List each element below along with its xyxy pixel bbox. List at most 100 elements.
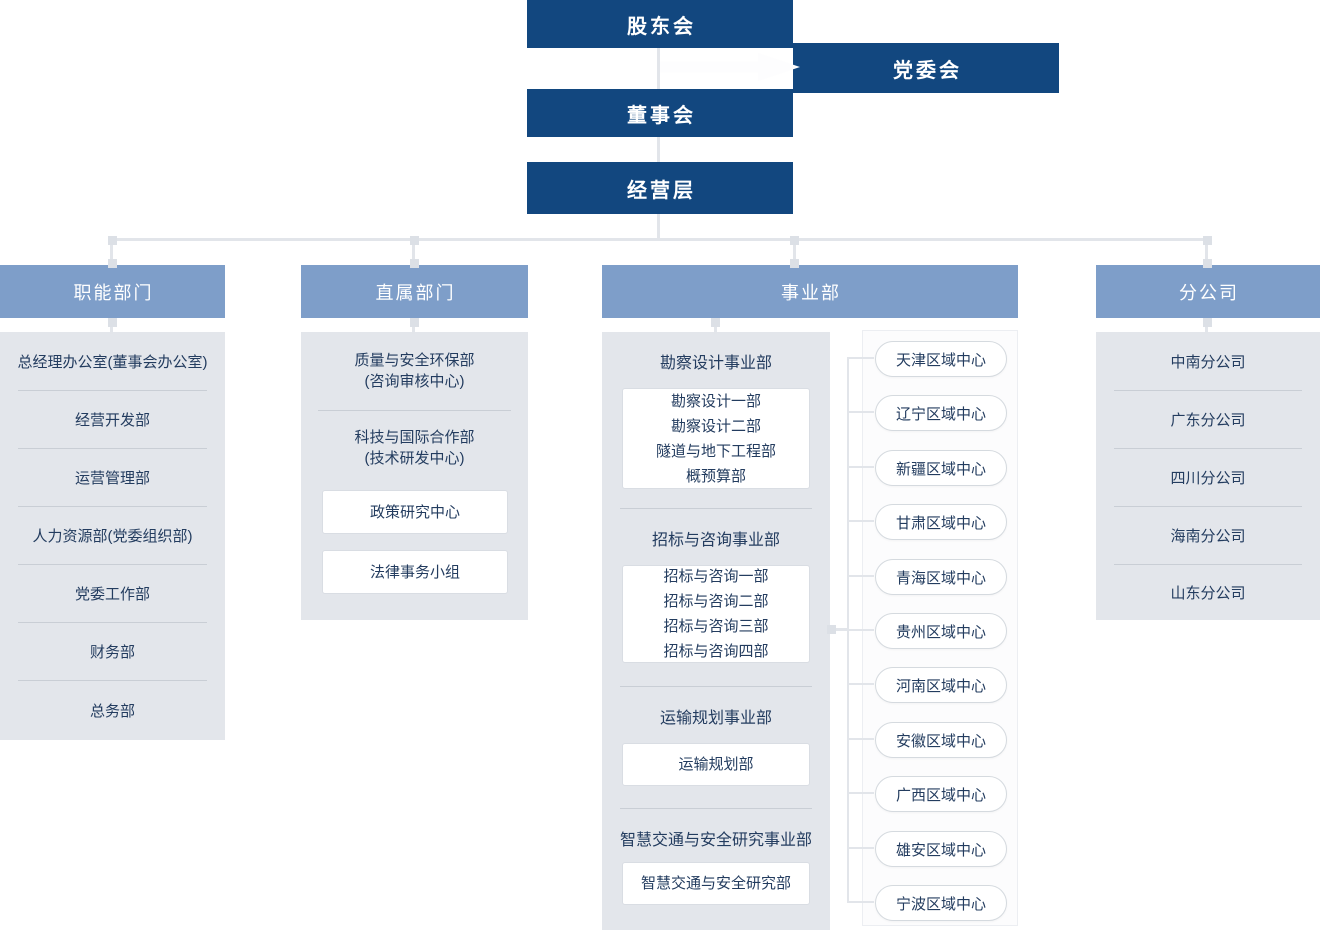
direct-department-line: 科技与国际合作部: [354, 429, 475, 446]
business-group-label: 智慧交通与安全研究事业部: [619, 832, 812, 849]
functional-panel: 总经理办公室(董事会办公室) 经营开发部 运营管理部 人力资源部(党委组织部) …: [0, 332, 225, 740]
connector-line: [848, 357, 874, 359]
connector-node: [108, 259, 117, 268]
regional-center: 辽宁区域中心: [875, 395, 1007, 431]
connector-node: [790, 259, 799, 268]
divider: [18, 680, 207, 681]
branch-item: 广东分公司: [1170, 411, 1246, 429]
connector-line: [848, 792, 874, 794]
business-group-label: 招标与咨询事业部: [651, 532, 780, 549]
business-unit: 勘察设计一部: [670, 392, 761, 410]
functional-item: 总经理办公室(董事会办公室): [17, 353, 208, 371]
business-unit: 运输规划部: [678, 756, 754, 773]
business-group-box: 勘察设计一部 勘察设计二部 隧道与地下工程部 概预算部: [622, 388, 810, 489]
functional-item: 财务部: [89, 643, 135, 661]
connector-node: [108, 318, 117, 327]
connector-line: [848, 738, 874, 740]
regional-center: 河南区域中心: [875, 667, 1007, 703]
connector-line: [848, 847, 874, 849]
connector-line: [848, 520, 874, 522]
divider: [1114, 448, 1302, 449]
business-unit: 招标与咨询三部: [663, 618, 769, 635]
regional-center: 安徽区域中心: [875, 722, 1007, 758]
business-unit: 招标与咨询一部: [663, 568, 769, 585]
connector-line: [657, 214, 660, 240]
connector-line: [793, 238, 796, 265]
connector-line: [848, 683, 874, 685]
node-management-layer: 经营层: [527, 162, 793, 214]
divider: [18, 622, 207, 623]
node-party-committee: 党委会: [793, 43, 1059, 93]
connector-node: [410, 318, 419, 327]
business-unit: 勘察设计二部: [670, 417, 761, 435]
functional-item: 经营开发部: [74, 411, 150, 429]
divider: [620, 508, 812, 509]
branches-panel: 中南分公司 广东分公司 四川分公司 海南分公司 山东分公司: [1096, 332, 1320, 620]
functional-item: 总务部: [89, 702, 135, 720]
connector-line: [848, 411, 874, 413]
regional-center: 青海区域中心: [875, 559, 1007, 595]
divider: [1114, 390, 1302, 391]
connector-node: [790, 236, 799, 245]
regional-center: 广西区域中心: [875, 776, 1007, 812]
divider: [1114, 564, 1302, 565]
connector-node: [108, 236, 117, 245]
connector-line: [848, 629, 874, 631]
direct-department-line: (技术研发中心): [364, 450, 465, 467]
direct-sub-box: 法律事务小组: [322, 550, 508, 594]
connector-node: [1203, 318, 1212, 327]
regional-center: 雄安区域中心: [875, 831, 1007, 867]
business-unit: 智慧交通与安全研究部: [640, 875, 791, 892]
regional-center: 宁波区域中心: [875, 885, 1007, 921]
node-shareholders-meeting: 股东会: [527, 0, 793, 48]
regional-centers-panel: 天津区域中心 辽宁区域中心 新疆区域中心 甘肃区域中心 青海区域中心 贵州区域中…: [862, 330, 1018, 926]
connector-node: [1203, 236, 1212, 245]
header-functional-departments: 职能部门: [0, 265, 225, 318]
direct-department-line: (咨询审核中心): [364, 373, 465, 390]
divider: [620, 686, 812, 687]
connector-line: [657, 48, 660, 89]
business-group-label: 运输规划事业部: [659, 710, 772, 727]
divider: [318, 410, 511, 411]
regional-center: 甘肃区域中心: [875, 504, 1007, 540]
connector-line: [848, 466, 874, 468]
node-board-of-directors: 董事会: [527, 89, 793, 137]
connector-line: [657, 137, 660, 162]
divider: [18, 564, 207, 565]
connector-line: [830, 628, 848, 631]
connector-node: [827, 625, 836, 634]
connector-line: [848, 575, 874, 577]
business-group-label: 勘察设计事业部: [659, 355, 772, 372]
connector-line: [111, 238, 1209, 241]
branch-item: 中南分公司: [1170, 353, 1246, 371]
direct-sub-box: 政策研究中心: [322, 490, 508, 534]
business-unit: 隧道与地下工程部: [655, 442, 776, 460]
business-panel: 勘察设计事业部 勘察设计一部 勘察设计二部 隧道与地下工程部 概预算部 招标与咨…: [602, 332, 830, 930]
business-group-box: 智慧交通与安全研究部: [622, 862, 810, 905]
branch-item: 海南分公司: [1170, 527, 1246, 545]
branch-item: 山东分公司: [1170, 584, 1246, 602]
divider: [620, 808, 812, 809]
direct-department-line: 质量与安全环保部: [354, 352, 475, 369]
connector-line: [848, 901, 874, 903]
connector-line: [110, 238, 113, 265]
business-unit: 招标与咨询二部: [663, 593, 769, 610]
connector-node: [410, 236, 419, 245]
connector-node: [711, 318, 720, 327]
functional-item: 运营管理部: [74, 469, 150, 487]
header-direct-departments: 直属部门: [301, 265, 528, 318]
header-business-divisions: 事业部: [602, 265, 1018, 318]
divider: [1114, 506, 1302, 507]
functional-item: 党委工作部: [74, 585, 150, 603]
connector-node: [410, 259, 419, 268]
connector-line: [412, 238, 415, 265]
right-arrow-icon: [660, 53, 800, 81]
regional-center: 贵州区域中心: [875, 613, 1007, 649]
divider: [18, 390, 207, 391]
divider: [18, 506, 207, 507]
business-group-box: 运输规划部: [622, 743, 810, 786]
direct-department: 科技与国际合作部 (技术研发中心): [301, 419, 528, 477]
direct-department: 质量与安全环保部 (咨询审核中心): [301, 342, 528, 400]
business-group-box: 招标与咨询一部 招标与咨询二部 招标与咨询三部 招标与咨询四部: [622, 565, 810, 663]
